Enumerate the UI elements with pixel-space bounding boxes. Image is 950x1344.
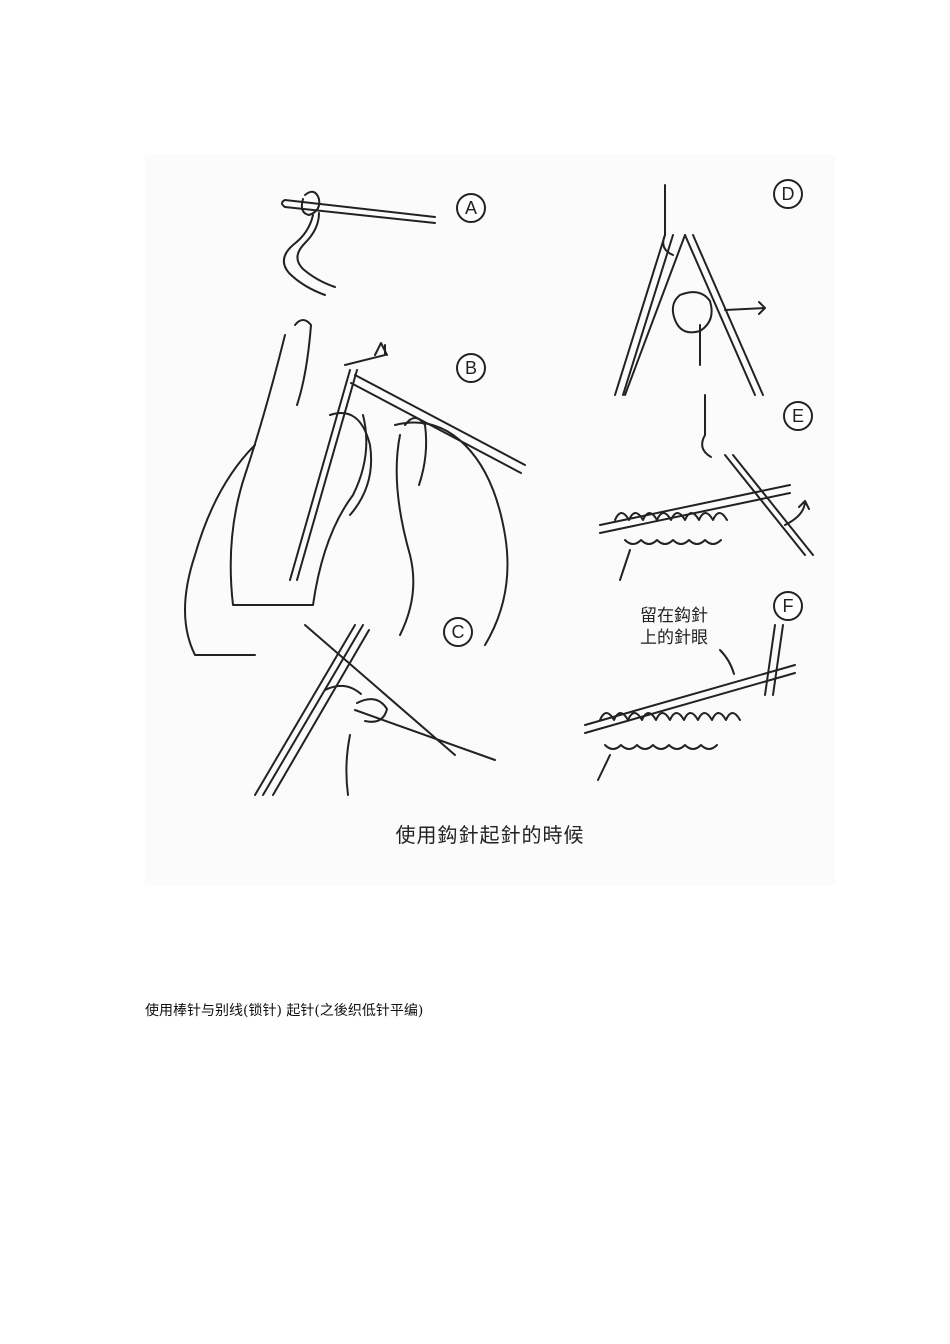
panel-d-drawing [615, 185, 765, 395]
panel-c-drawing [255, 625, 495, 795]
panel-label-c: C [443, 617, 473, 647]
panel-label-f: F [773, 591, 803, 621]
panel-label-a: A [456, 193, 486, 223]
body-paragraph: 使用棒针与别线(锁针) 起针(之後织低针平编) [145, 1000, 423, 1020]
panel-label-d: D [773, 179, 803, 209]
figure-caption: 使用鈎針起針的時候 [145, 819, 835, 848]
panel-label-e: E [783, 401, 813, 431]
annotation-line-1: 留在鈎針 [640, 605, 708, 627]
panel-e-drawing [600, 395, 813, 580]
panel-label-b: B [456, 353, 486, 383]
illustration-drawing [145, 155, 835, 885]
annotation-line-2: 上的針眼 [640, 627, 708, 649]
knitting-illustration: A B C D E F 留在鈎針 上的針眼 使用鈎針起針的時候 [145, 155, 835, 885]
panel-a-drawing [282, 192, 435, 295]
annotation-stitch-on-hook: 留在鈎針 上的針眼 [640, 605, 708, 649]
